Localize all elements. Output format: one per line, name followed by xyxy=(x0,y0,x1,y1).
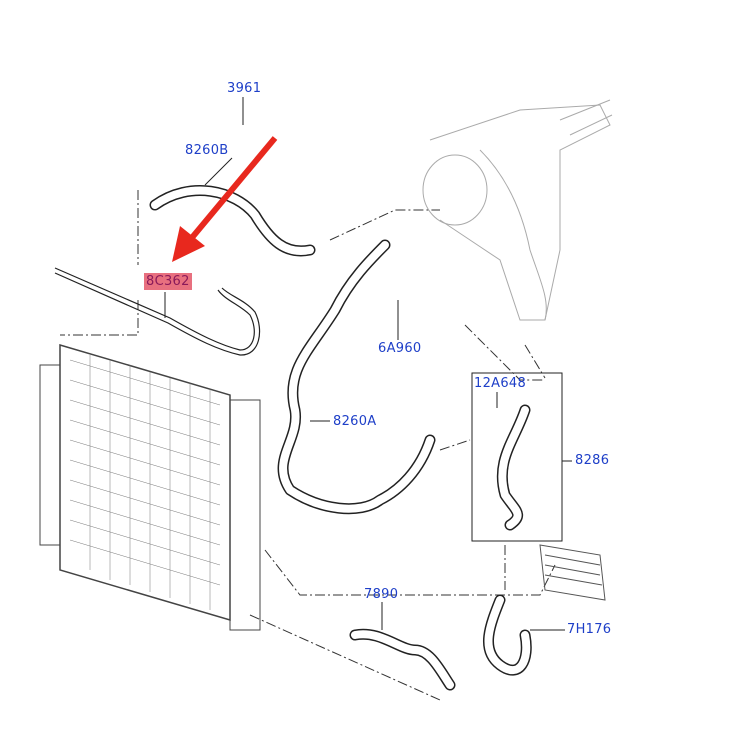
group-bracket-8286 xyxy=(471,372,563,542)
part-label-8260B[interactable]: 8260B xyxy=(185,143,229,158)
highlight-arrow xyxy=(172,136,278,262)
part-label-8260A[interactable]: 8260A xyxy=(333,414,377,429)
part-label-8C362-highlighted[interactable]: 8C362 xyxy=(144,273,192,290)
hose-8260A xyxy=(277,239,436,515)
oil-cooler xyxy=(539,544,606,601)
part-label-8286[interactable]: 8286 xyxy=(575,453,610,468)
engine-housing xyxy=(422,99,613,321)
radiator xyxy=(39,343,261,631)
connection-lines xyxy=(60,190,556,701)
part-label-3961[interactable]: 3961 xyxy=(227,81,262,96)
part-label-7H176[interactable]: 7H176 xyxy=(567,622,612,637)
part-label-12A648[interactable]: 12A648 xyxy=(474,376,527,391)
part-label-6A960[interactable]: 6A960 xyxy=(378,341,422,356)
part-label-7890[interactable]: 7890 xyxy=(364,587,399,602)
tube-8C362 xyxy=(54,267,261,356)
leader-8260B xyxy=(204,157,233,186)
hoses xyxy=(149,185,532,691)
